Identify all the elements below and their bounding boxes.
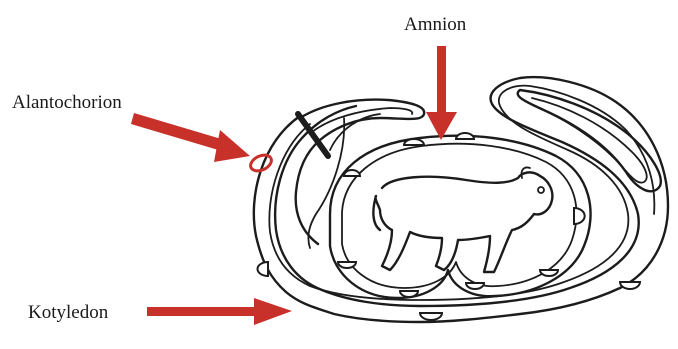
cotyledon xyxy=(466,283,484,289)
cotyledon xyxy=(404,139,424,145)
cotyledon xyxy=(258,262,269,276)
kotyledon-arrow xyxy=(147,298,292,325)
alantochorion-marker-ring xyxy=(248,152,274,174)
label-alantochorion: Alantochorion xyxy=(12,92,122,113)
amnion-arrow xyxy=(426,46,457,140)
cotyledon xyxy=(344,170,360,176)
fetus-lamb xyxy=(373,172,552,272)
cotyledon xyxy=(338,262,356,268)
label-amnion: Amnion xyxy=(404,14,467,35)
label-kotyledon: Kotyledon xyxy=(28,302,109,323)
cotyledon xyxy=(620,282,640,289)
cotyledon xyxy=(540,270,558,276)
alantochorion-arrow xyxy=(131,113,250,162)
cotyledon xyxy=(574,208,585,224)
cotyledon xyxy=(420,313,442,320)
allantois-inner-channel xyxy=(312,108,412,150)
cotyledon xyxy=(456,133,474,139)
cotyledon xyxy=(400,291,418,297)
